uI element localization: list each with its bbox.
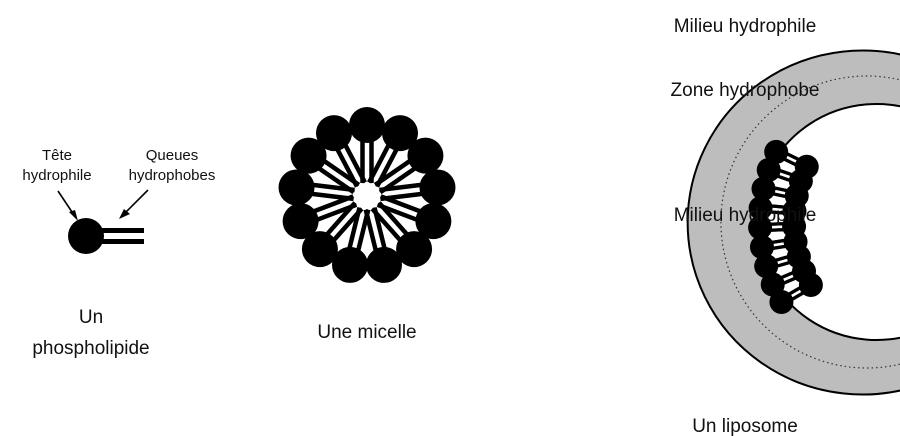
lipid-head	[419, 169, 455, 205]
head-arrow	[58, 191, 78, 221]
head-label-line2: hydrophile	[22, 167, 91, 184]
lipid-head	[349, 107, 385, 143]
phospholipid-caption-line2: phospholipide	[32, 338, 149, 359]
liposome-caption: Un liposome	[692, 416, 798, 436]
lipid-head	[366, 247, 402, 283]
tail-arrow	[119, 190, 148, 219]
lipid-head	[316, 115, 352, 151]
tail-label-line2: hydrophobes	[129, 167, 216, 184]
micelle-molecule	[349, 107, 385, 183]
lipid-head	[279, 169, 315, 205]
phospholipid-caption-line1: Un	[79, 307, 103, 328]
lipid-tail	[307, 193, 354, 199]
micelle-caption: Une micelle	[317, 322, 416, 343]
inner-medium-label: Milieu hydrophile	[674, 205, 817, 226]
lipid-head	[407, 138, 443, 174]
outer-medium-label: Milieu hydrophile	[674, 16, 817, 37]
liposome-panel: Milieu hydrophile Zone hydrophobe Milieu…	[671, 16, 900, 436]
tail-label-line1: Queues	[146, 147, 199, 164]
lipid-tail	[379, 184, 426, 190]
phospholipid-molecule	[68, 218, 144, 254]
micelle-panel: Une micelle	[279, 107, 456, 343]
micelle	[279, 107, 456, 283]
phospholipid-panel: Tête hydrophile Queues hydrophobes Un ph…	[22, 147, 215, 359]
lipid-head	[795, 155, 819, 179]
head-label-line1: Tête	[42, 147, 72, 164]
hydrophobic-zone-label: Zone hydrophobe	[671, 80, 820, 101]
lipid-head	[283, 203, 319, 239]
